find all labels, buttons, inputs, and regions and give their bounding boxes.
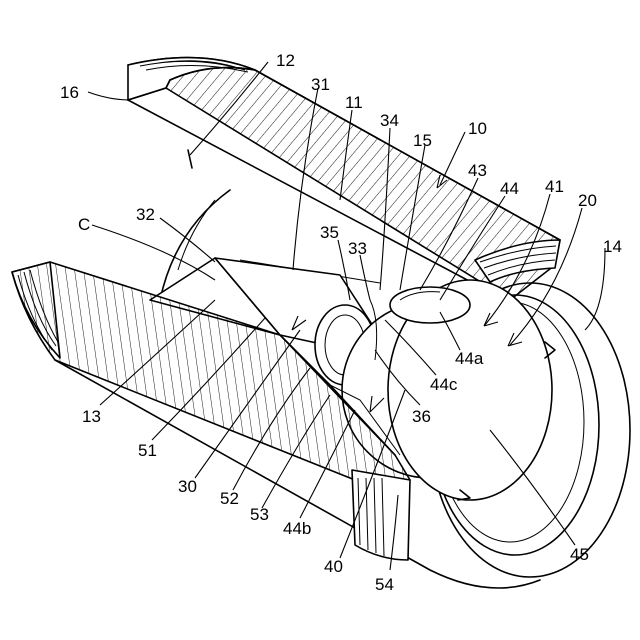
label-43: 43 — [468, 161, 487, 180]
label-51: 51 — [138, 441, 157, 460]
label-44: 44 — [500, 179, 519, 198]
label-54: 54 — [375, 575, 394, 594]
label-16: 16 — [60, 83, 79, 102]
label-12: 12 — [276, 51, 295, 70]
label-45: 45 — [570, 545, 589, 564]
label-33: 33 — [348, 239, 367, 258]
label-10: 10 — [468, 119, 487, 138]
label-14: 14 — [603, 237, 622, 256]
lower-right-ribs — [352, 470, 410, 560]
label-31: 31 — [311, 75, 330, 94]
label-13: 13 — [82, 407, 101, 426]
label-52: 52 — [220, 489, 239, 508]
label-44a: 44a — [455, 349, 484, 368]
label-30: 30 — [178, 477, 197, 496]
label-C: C — [78, 215, 90, 234]
label-32: 32 — [136, 205, 155, 224]
label-40: 40 — [324, 557, 343, 576]
label-35: 35 — [320, 223, 339, 242]
label-41: 41 — [545, 177, 564, 196]
leader-16 — [88, 92, 130, 100]
upper-housing — [128, 58, 560, 300]
label-11: 11 — [345, 93, 363, 112]
label-53: 53 — [250, 505, 269, 524]
flat-44a — [390, 287, 470, 323]
leader-32 — [160, 218, 215, 262]
label-20: 20 — [578, 191, 597, 210]
label-34: 34 — [380, 111, 399, 130]
leader-10 — [440, 132, 465, 185]
label-15: 15 — [413, 131, 432, 150]
leader-33 — [360, 255, 370, 300]
label-36: 36 — [412, 407, 431, 426]
bore-curve-inner — [178, 200, 215, 270]
label-44c: 44c — [430, 375, 458, 394]
label-44b: 44b — [283, 519, 311, 538]
